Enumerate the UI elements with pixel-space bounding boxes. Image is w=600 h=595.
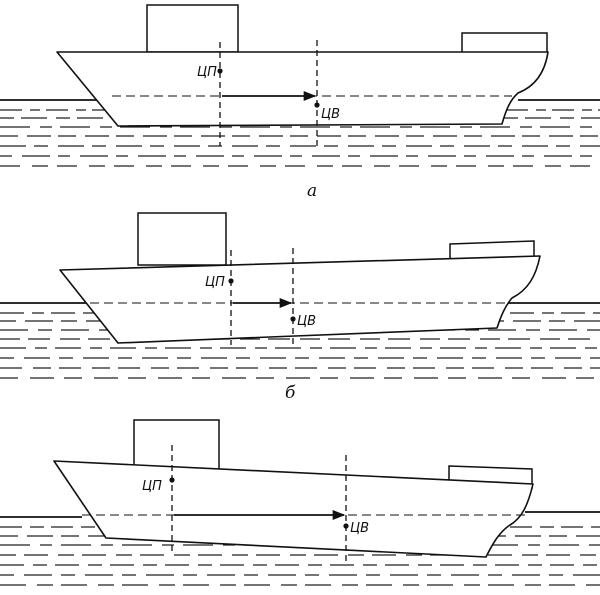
panel-caption-b: б xyxy=(285,383,296,403)
superstructure-a xyxy=(146,4,239,53)
center-of-gravity-point-c xyxy=(169,477,175,483)
cv-label-b: ЦВ xyxy=(297,314,316,329)
center-of-buoyancy-point-b xyxy=(290,316,296,322)
ship-hull-a xyxy=(56,51,549,127)
panel-a: ЦП ЦВ а xyxy=(0,4,600,201)
ship-hull-b xyxy=(59,255,541,344)
center-of-gravity-point-a xyxy=(217,68,223,74)
panel-c: ЦП ЦВ xyxy=(0,419,600,586)
panel-b: ЦП ЦВ б xyxy=(0,212,600,403)
forecastle-a xyxy=(461,32,548,54)
cv-label-a: ЦВ xyxy=(321,107,340,122)
center-of-buoyancy-point-c xyxy=(343,523,349,529)
superstructure-c xyxy=(133,419,220,471)
cv-label-c: ЦВ xyxy=(350,521,369,536)
superstructure-b xyxy=(137,212,227,266)
cp-label-b: ЦП xyxy=(205,275,225,290)
water-surface-c xyxy=(0,511,600,586)
cp-label-a: ЦП xyxy=(197,65,217,80)
center-of-gravity-point-b xyxy=(228,278,234,284)
ship-hull-c xyxy=(53,460,534,558)
cp-label-c: ЦП xyxy=(142,479,162,494)
panel-caption-a: а xyxy=(307,181,317,201)
center-of-buoyancy-point-a xyxy=(314,102,320,108)
